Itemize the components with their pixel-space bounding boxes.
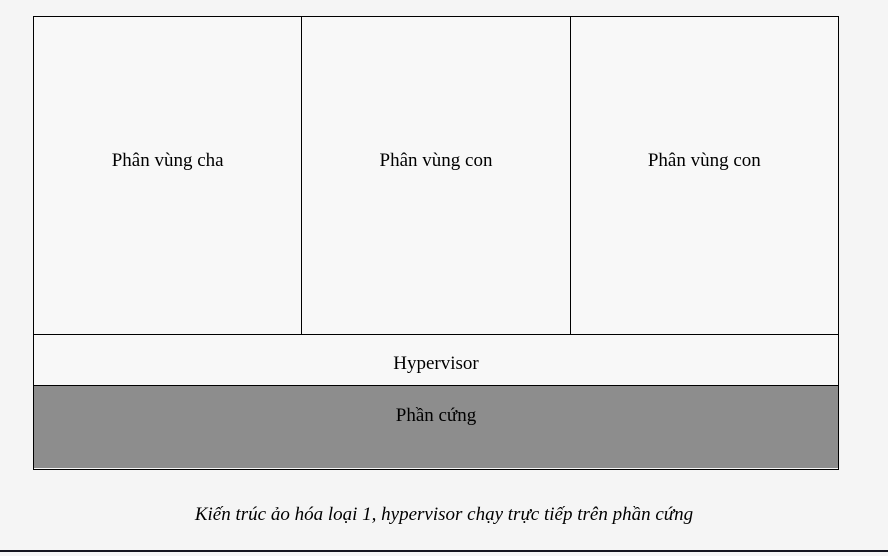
partitions-row: Phân vùng cha Phân vùng con Phân vùng co… (34, 17, 838, 335)
figure-caption: Kiến trúc ảo hóa loại 1, hypervisor chạy… (194, 504, 694, 525)
partition-child-box-2: Phân vùng con (569, 17, 838, 334)
partition-child-label-2: Phân vùng con (647, 149, 761, 171)
partition-child-box-1: Phân vùng con (301, 17, 570, 334)
hardware-layer: Phần cứng (34, 386, 838, 468)
partition-parent-label: Phân vùng cha (111, 149, 224, 171)
bottom-divider (0, 550, 888, 552)
partition-child-label-1: Phân vùng con (379, 149, 493, 171)
hypervisor-architecture-diagram: Phân vùng cha Phân vùng con Phân vùng co… (33, 16, 839, 470)
partition-parent-box: Phân vùng cha (34, 17, 302, 334)
hypervisor-label: Hypervisor (393, 353, 479, 374)
hardware-label: Phần cứng (395, 405, 477, 426)
hypervisor-layer: Hypervisor (34, 335, 838, 386)
